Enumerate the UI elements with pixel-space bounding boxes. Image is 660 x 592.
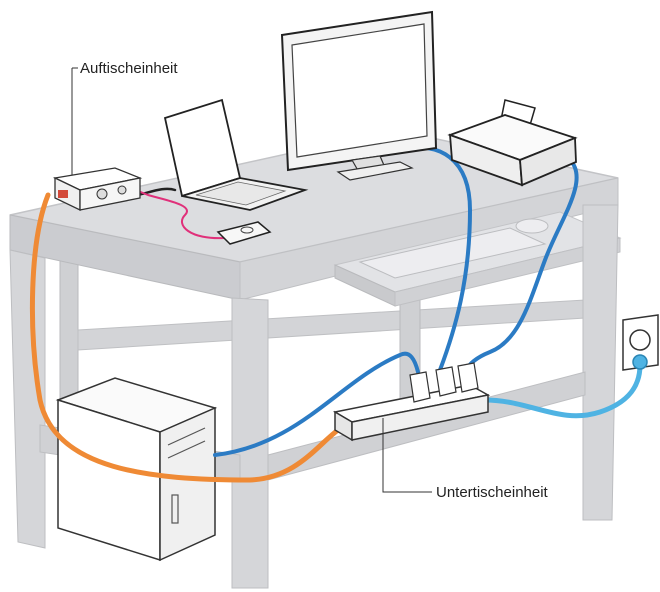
label-top-unit: Auftischeinheit: [72, 60, 178, 175]
pc-tower-icon: [58, 378, 215, 560]
label-auftischeinheit: Auftischeinheit: [80, 60, 178, 77]
power-strip-icon: [335, 363, 488, 440]
wall-socket-icon: [623, 315, 658, 370]
label-untertischeinheit: Untertischeinheit: [436, 484, 549, 501]
